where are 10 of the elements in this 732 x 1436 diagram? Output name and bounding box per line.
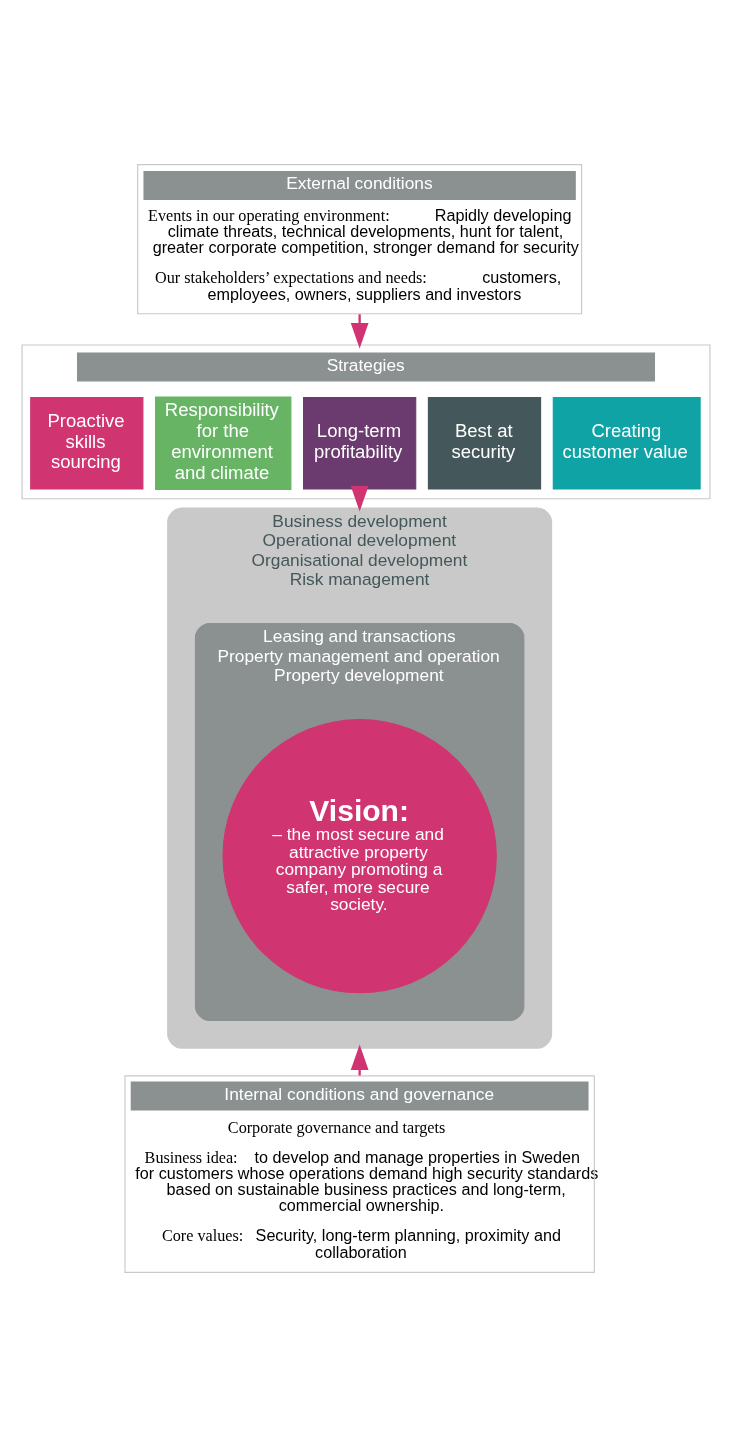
arrow bbox=[350, 1044, 369, 1075]
node-box: Long-term profitability bbox=[303, 396, 417, 489]
node-box: Best at security bbox=[427, 396, 542, 489]
node-box: Creating customer value bbox=[552, 396, 701, 489]
arrow bbox=[350, 485, 369, 511]
node-box: Responsibility for the environment and climate bbox=[155, 395, 292, 490]
node-box: Proactive skills sourcing bbox=[30, 396, 144, 489]
node-circle: Vision: – the most secure and attractive property company promoting a safer, more secure society. bbox=[222, 718, 497, 993]
node-box: External conditions Events in our operating environment: Rapidly developing climate threats, technical developments, hunt for talent, greater corporate competition, stronger demand for security Our stakeholders’ expectations and needs: customers, employees, owners, suppliers and investors bbox=[137, 163, 583, 314]
arrow bbox=[350, 313, 369, 348]
